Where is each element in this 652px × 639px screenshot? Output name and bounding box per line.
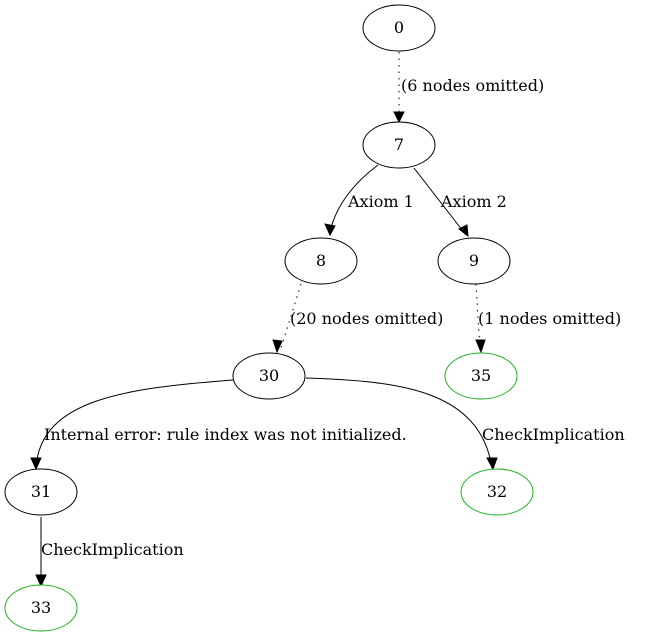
- edge-0-7: [393, 52, 405, 124]
- edge-8-30: [272, 283, 302, 354]
- node-31-label: 31: [31, 482, 51, 501]
- edge-30-31: [30, 379, 234, 471]
- node-0[interactable]: 0: [362, 4, 436, 52]
- node-32[interactable]: 32: [460, 468, 534, 516]
- node-32-label: 32: [487, 482, 507, 501]
- node-7-label: 7: [394, 135, 404, 154]
- node-9[interactable]: 9: [437, 237, 511, 285]
- node-30-label: 30: [259, 366, 279, 385]
- node-8-label: 8: [316, 251, 326, 270]
- edge-label-30-31: Internal error: rule index was not initi…: [44, 425, 407, 444]
- edge-label-30-32: CheckImplication: [482, 425, 625, 444]
- edge-label-8-30: (20 nodes omitted): [290, 309, 443, 328]
- node-0-label: 0: [394, 18, 404, 37]
- node-31[interactable]: 31: [4, 468, 78, 516]
- edge-9-35: [475, 283, 486, 354]
- edge-7-8: [324, 164, 379, 237]
- node-33-ellipse: [4, 584, 78, 632]
- node-35[interactable]: 35: [444, 352, 518, 400]
- node-30-ellipse: [232, 352, 306, 400]
- node-35-ellipse: [444, 352, 518, 400]
- node-32-ellipse: [460, 468, 534, 516]
- node-33[interactable]: 33: [4, 584, 78, 632]
- edge-30-32: [305, 377, 498, 471]
- node-31-ellipse: [4, 468, 78, 516]
- edge-31-33: [35, 517, 47, 588]
- edge-label-7-8: Axiom 1: [347, 192, 414, 211]
- node-8[interactable]: 8: [284, 237, 358, 285]
- node-9-label: 9: [469, 251, 479, 270]
- node-33-label: 33: [31, 598, 51, 617]
- edge-label-9-35: (1 nodes omitted): [478, 309, 621, 328]
- node-0-ellipse: [362, 4, 436, 52]
- node-30[interactable]: 30: [232, 352, 306, 400]
- node-9-ellipse: [437, 237, 511, 285]
- edge-label-7-9: Axiom 2: [440, 192, 507, 211]
- node-8-ellipse: [284, 237, 358, 285]
- node-35-label: 35: [471, 366, 491, 385]
- edge-label-31-33: CheckImplication: [41, 540, 184, 559]
- node-7[interactable]: 7: [362, 121, 436, 169]
- node-7-ellipse: [362, 121, 436, 169]
- edge-7-9: [413, 167, 469, 238]
- edge-label-0-7: (6 nodes omitted): [401, 76, 544, 95]
